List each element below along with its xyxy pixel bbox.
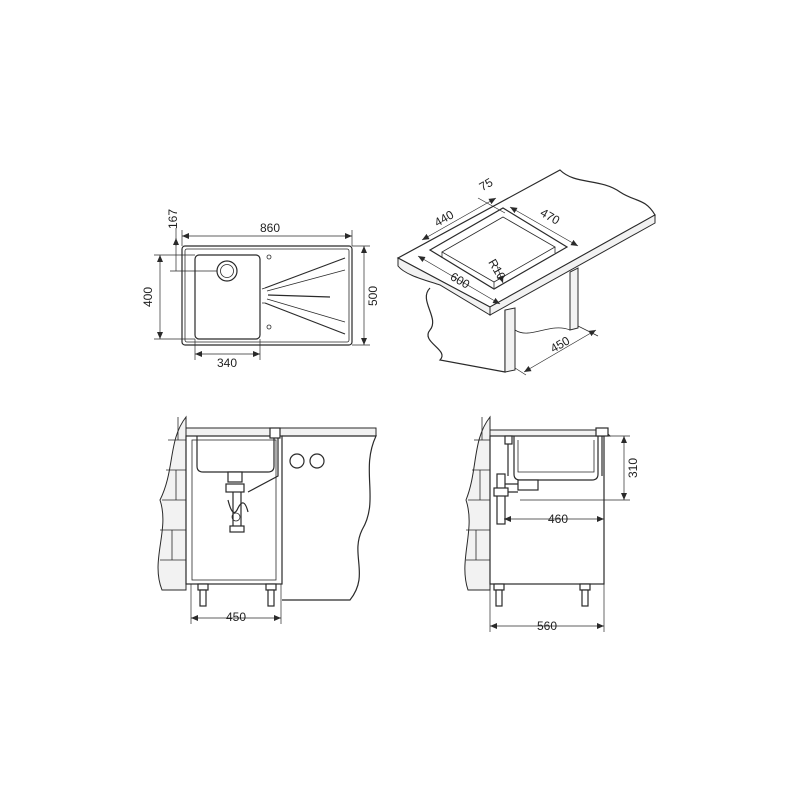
knob-1 [289, 453, 305, 469]
dim-front-cabinet-width: 450 [226, 610, 246, 624]
dim-overall-depth: 500 [366, 286, 380, 306]
side-drain-pipe [496, 473, 506, 525]
dim-cabinet-depth-iso: 450 [548, 333, 573, 355]
side-countertop [489, 429, 612, 437]
side-brick-wall [464, 415, 491, 591]
sink-bowl [194, 254, 261, 340]
front-countertop [185, 427, 377, 437]
brick-wall [157, 415, 187, 591]
dim-bowl-depth: 400 [141, 287, 155, 307]
dim-bowl-length: 440 [432, 207, 457, 229]
side-cabinet [489, 435, 605, 585]
dim-side-cabinet-depth: 560 [537, 619, 557, 633]
drainer-grooves [261, 257, 346, 335]
knob-2 [309, 453, 325, 469]
cabinet-right-panel [569, 267, 579, 331]
plan-view: 860 500 400 167 340 [141, 209, 380, 370]
side-sink-bowl [513, 436, 599, 481]
side-view: 310 460 560 [464, 415, 640, 633]
dim-side-height: 310 [626, 458, 640, 478]
iso-view: R10 75 440 470 600 450 [396, 169, 656, 376]
dim-edge: 75 [477, 175, 496, 194]
front-sink-bowl [196, 436, 275, 473]
front-cabinet [185, 435, 283, 585]
dim-offset: 167 [166, 209, 180, 229]
dim-bowl-width: 340 [217, 356, 237, 370]
drain-circle [216, 260, 238, 282]
siphon-trap [227, 499, 249, 514]
dim-overall-width: 860 [260, 221, 280, 235]
front-view: 450 [157, 415, 377, 624]
sink-outline [181, 245, 353, 346]
dim-drain-distance: 460 [548, 512, 568, 526]
